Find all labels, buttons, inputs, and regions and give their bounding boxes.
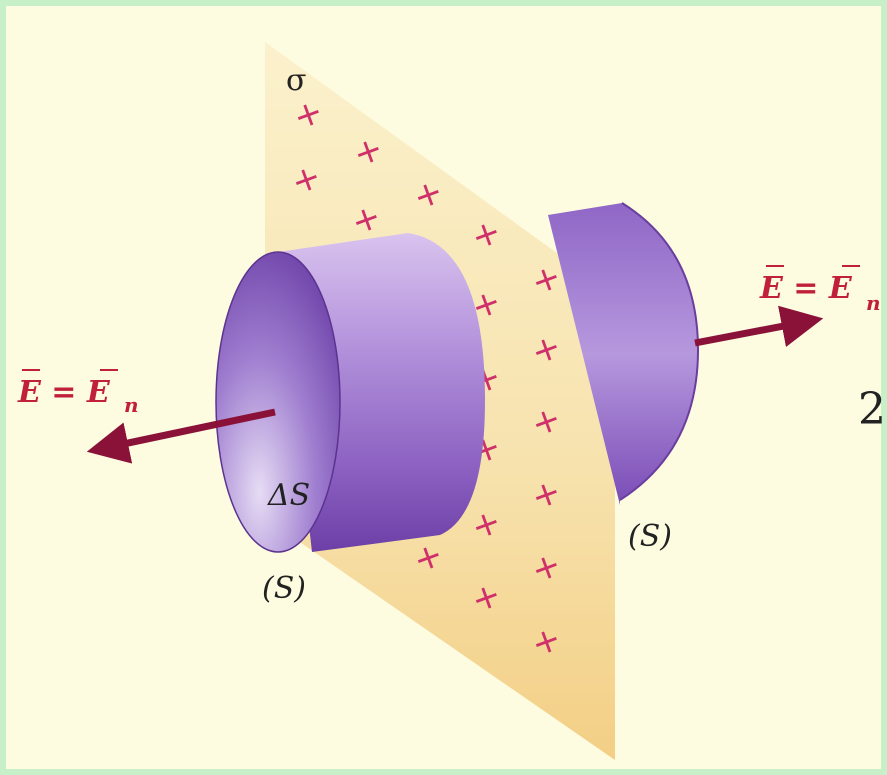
field-arrow-left — [86, 408, 276, 464]
left-cylinder — [215, 233, 485, 553]
surface-label-left: (S) — [262, 571, 306, 606]
field-label-right-sub: n — [866, 291, 881, 315]
left-cylinder-cap-rim — [215, 251, 341, 553]
sigma-label: σ — [286, 63, 306, 98]
right-cylinder-cap-edge — [619, 202, 700, 501]
field-label-right: E = E n — [759, 265, 881, 315]
field-arrow-right — [694, 305, 824, 347]
right-cylinder-body — [548, 203, 698, 505]
field-label-left-sub: n — [124, 393, 139, 417]
delta-s-label: ΔS — [267, 478, 310, 513]
right-cylinder — [548, 202, 700, 505]
left-cylinder-cap — [216, 252, 340, 552]
surface-label-right: (S) — [628, 519, 672, 554]
field-label-right-text: E = E — [759, 271, 853, 306]
field-label-left-text: E = E — [17, 375, 111, 410]
side-number: 2 — [858, 384, 886, 435]
field-label-left: E = E n — [17, 369, 139, 417]
